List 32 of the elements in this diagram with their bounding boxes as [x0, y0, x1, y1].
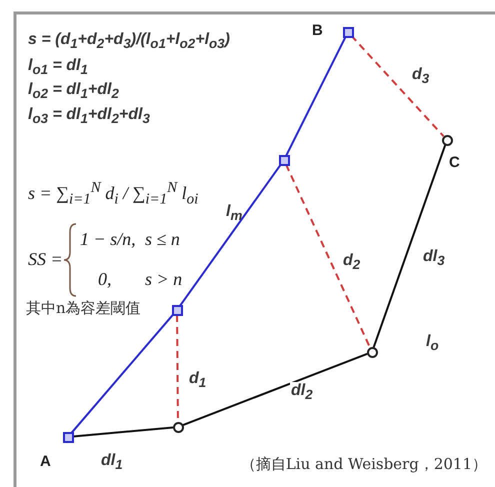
formula-text: 0,: [98, 270, 112, 290]
formula-text: s = (d$_{1}$+d$_{2}$+d$_{3}$)/(l$_{o1}$+l$_{o2}$+l$_{o3}$): [28, 31, 230, 52]
caption: （摘自Liu and Weisberg，2011）: [240, 456, 487, 472]
line-label: l$_{m}$: [226, 203, 242, 224]
square-marker: [278, 154, 290, 166]
formula-text: 1 − s/n,: [80, 230, 136, 250]
formula-text: SS =: [28, 250, 63, 270]
formula-text: s ≤ n: [145, 230, 180, 250]
formula-text: s > n: [145, 270, 182, 290]
square-marker: [62, 432, 74, 442]
point-label: B: [312, 23, 323, 40]
square-marker: [172, 304, 182, 316]
note-text: 其中n為容差閾值: [26, 300, 141, 316]
formula-text: l$_{o1}$ = dl$_{1}$: [28, 57, 88, 78]
formula-text: s = ∑$_{i=1}$$^{N}$ d$_{i}$ / ∑$_{i=1}$$^{N}$ l$_{oi}$: [28, 180, 198, 208]
formula-text: l$_{o3}$ = dl$_{1}$+dl$_{2}$+dl$_{3}$: [28, 106, 150, 127]
connector-line: [285, 36, 347, 156]
circle-marker: [442, 134, 452, 146]
connector-line: [179, 163, 282, 307]
connector-line: [285, 164, 371, 348]
connector-line: [350, 35, 444, 137]
connector-line: [72, 426, 174, 438]
point-label: C: [449, 155, 460, 172]
line-label: l$_{o}$: [426, 333, 439, 354]
connector-line: [70, 313, 174, 434]
point-label: A: [40, 454, 51, 470]
formula-text: l$_{o2}$ = dl$_{1}$+dl$_{2}$: [28, 81, 119, 102]
square-marker: [342, 26, 354, 38]
connector-line: [372, 144, 446, 348]
connector-line: [182, 352, 368, 426]
circle-marker: [172, 422, 184, 432]
circle-marker: [366, 346, 378, 358]
